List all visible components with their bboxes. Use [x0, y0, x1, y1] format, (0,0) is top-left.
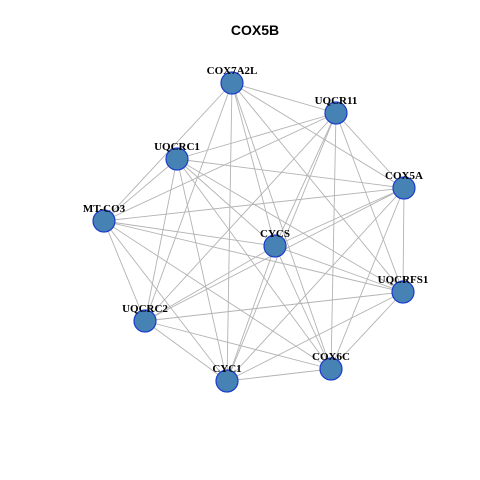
edge-uqcr11-uqcrc1	[176, 112, 337, 160]
node-label-mt-co3: MT-CO3	[83, 203, 126, 215]
edge-cox6c-cyc1	[226, 368, 332, 382]
edge-cox7a2l-uqcrfs1	[231, 82, 404, 293]
edge-cox7a2l-uqcr11	[231, 82, 337, 114]
node-label-uqcrfs1: UQCRFS1	[378, 274, 429, 286]
node-cycs[interactable]	[263, 234, 287, 258]
edge-uqcr11-mt-co3	[103, 112, 337, 222]
edge-cox7a2l-uqcrc2	[144, 82, 233, 322]
edge-uqcr11-uqcrfs1	[335, 112, 404, 293]
node-cox5a[interactable]	[392, 176, 416, 200]
edge-cox5a-cycs	[274, 187, 405, 247]
node-cox7a2l[interactable]	[220, 71, 244, 95]
edge-uqcr11-cycs	[274, 112, 337, 247]
edge-mt-co3-cyc1	[103, 220, 228, 382]
edge-uqcrc1-cyc1	[176, 158, 228, 382]
edge-uqcr11-cox6c	[330, 112, 337, 370]
node-label-cox5a: COX5A	[385, 170, 423, 182]
edge-mt-co3-cox6c	[103, 220, 332, 370]
edge-uqcrfs1-uqcrc2	[144, 291, 404, 322]
edge-mt-co3-uqcrfs1	[103, 220, 404, 293]
edge-uqcr11-uqcrc2	[144, 112, 337, 322]
edge-cox7a2l-cyc1	[226, 82, 233, 382]
node-uqcrc2[interactable]	[133, 309, 157, 333]
edge-uqcrc1-cox5a	[176, 158, 405, 189]
edge-cox5a-cyc1	[226, 187, 405, 382]
edge-cycs-uqcrfs1	[274, 245, 404, 293]
node-uqcr11[interactable]	[324, 101, 348, 125]
node-label-cyc1: CYC1	[212, 363, 241, 375]
edge-uqcrc1-uqcrfs1	[176, 158, 404, 293]
edge-cox5a-mt-co3	[103, 187, 405, 222]
node-label-uqcr11: UQCR11	[315, 95, 358, 107]
edge-cox5a-uqcrfs1	[402, 187, 405, 293]
node-cox6c[interactable]	[319, 357, 343, 381]
edge-layer	[103, 82, 405, 382]
node-label-uqcrc2: UQCRC2	[122, 303, 168, 315]
node-cyc1[interactable]	[215, 369, 239, 393]
node-label-uqcrc1: UQCRC1	[154, 141, 200, 153]
edge-uqcrc2-cyc1	[144, 320, 228, 382]
edge-uqcrfs1-cyc1	[226, 291, 404, 382]
node-label-cox6c: COX6C	[312, 351, 350, 363]
node-uqcrc1[interactable]	[165, 147, 189, 171]
edge-uqcrfs1-cox6c	[330, 291, 404, 370]
node-label-cycs: CYCS	[260, 228, 290, 240]
edge-uqcrc1-mt-co3	[103, 158, 178, 222]
edge-uqcrc2-cox6c	[144, 320, 332, 370]
edge-uqcr11-cox5a	[335, 112, 405, 189]
edge-uqcrc1-cox6c	[176, 158, 332, 370]
edge-uqcrc1-cycs	[176, 158, 276, 247]
edge-mt-co3-cycs	[103, 220, 276, 247]
node-layer	[92, 71, 416, 393]
edge-cycs-cox6c	[274, 245, 332, 370]
edge-cox7a2l-cox5a	[231, 82, 405, 189]
edge-cox7a2l-cox6c	[231, 82, 332, 370]
edge-mt-co3-uqcrc2	[103, 220, 146, 322]
edge-cox7a2l-cycs	[231, 82, 276, 247]
diagram-title: COX5B	[231, 22, 279, 38]
node-mt-co3[interactable]	[92, 209, 116, 233]
edge-cycs-cyc1	[226, 245, 276, 382]
edge-cox5a-cox6c	[330, 187, 405, 370]
edge-cycs-uqcrc2	[144, 245, 276, 322]
edge-uqcrc1-uqcrc2	[144, 158, 178, 322]
node-label-cox7a2l: COX7A2L	[207, 65, 258, 77]
node-uqcrfs1[interactable]	[391, 280, 415, 304]
